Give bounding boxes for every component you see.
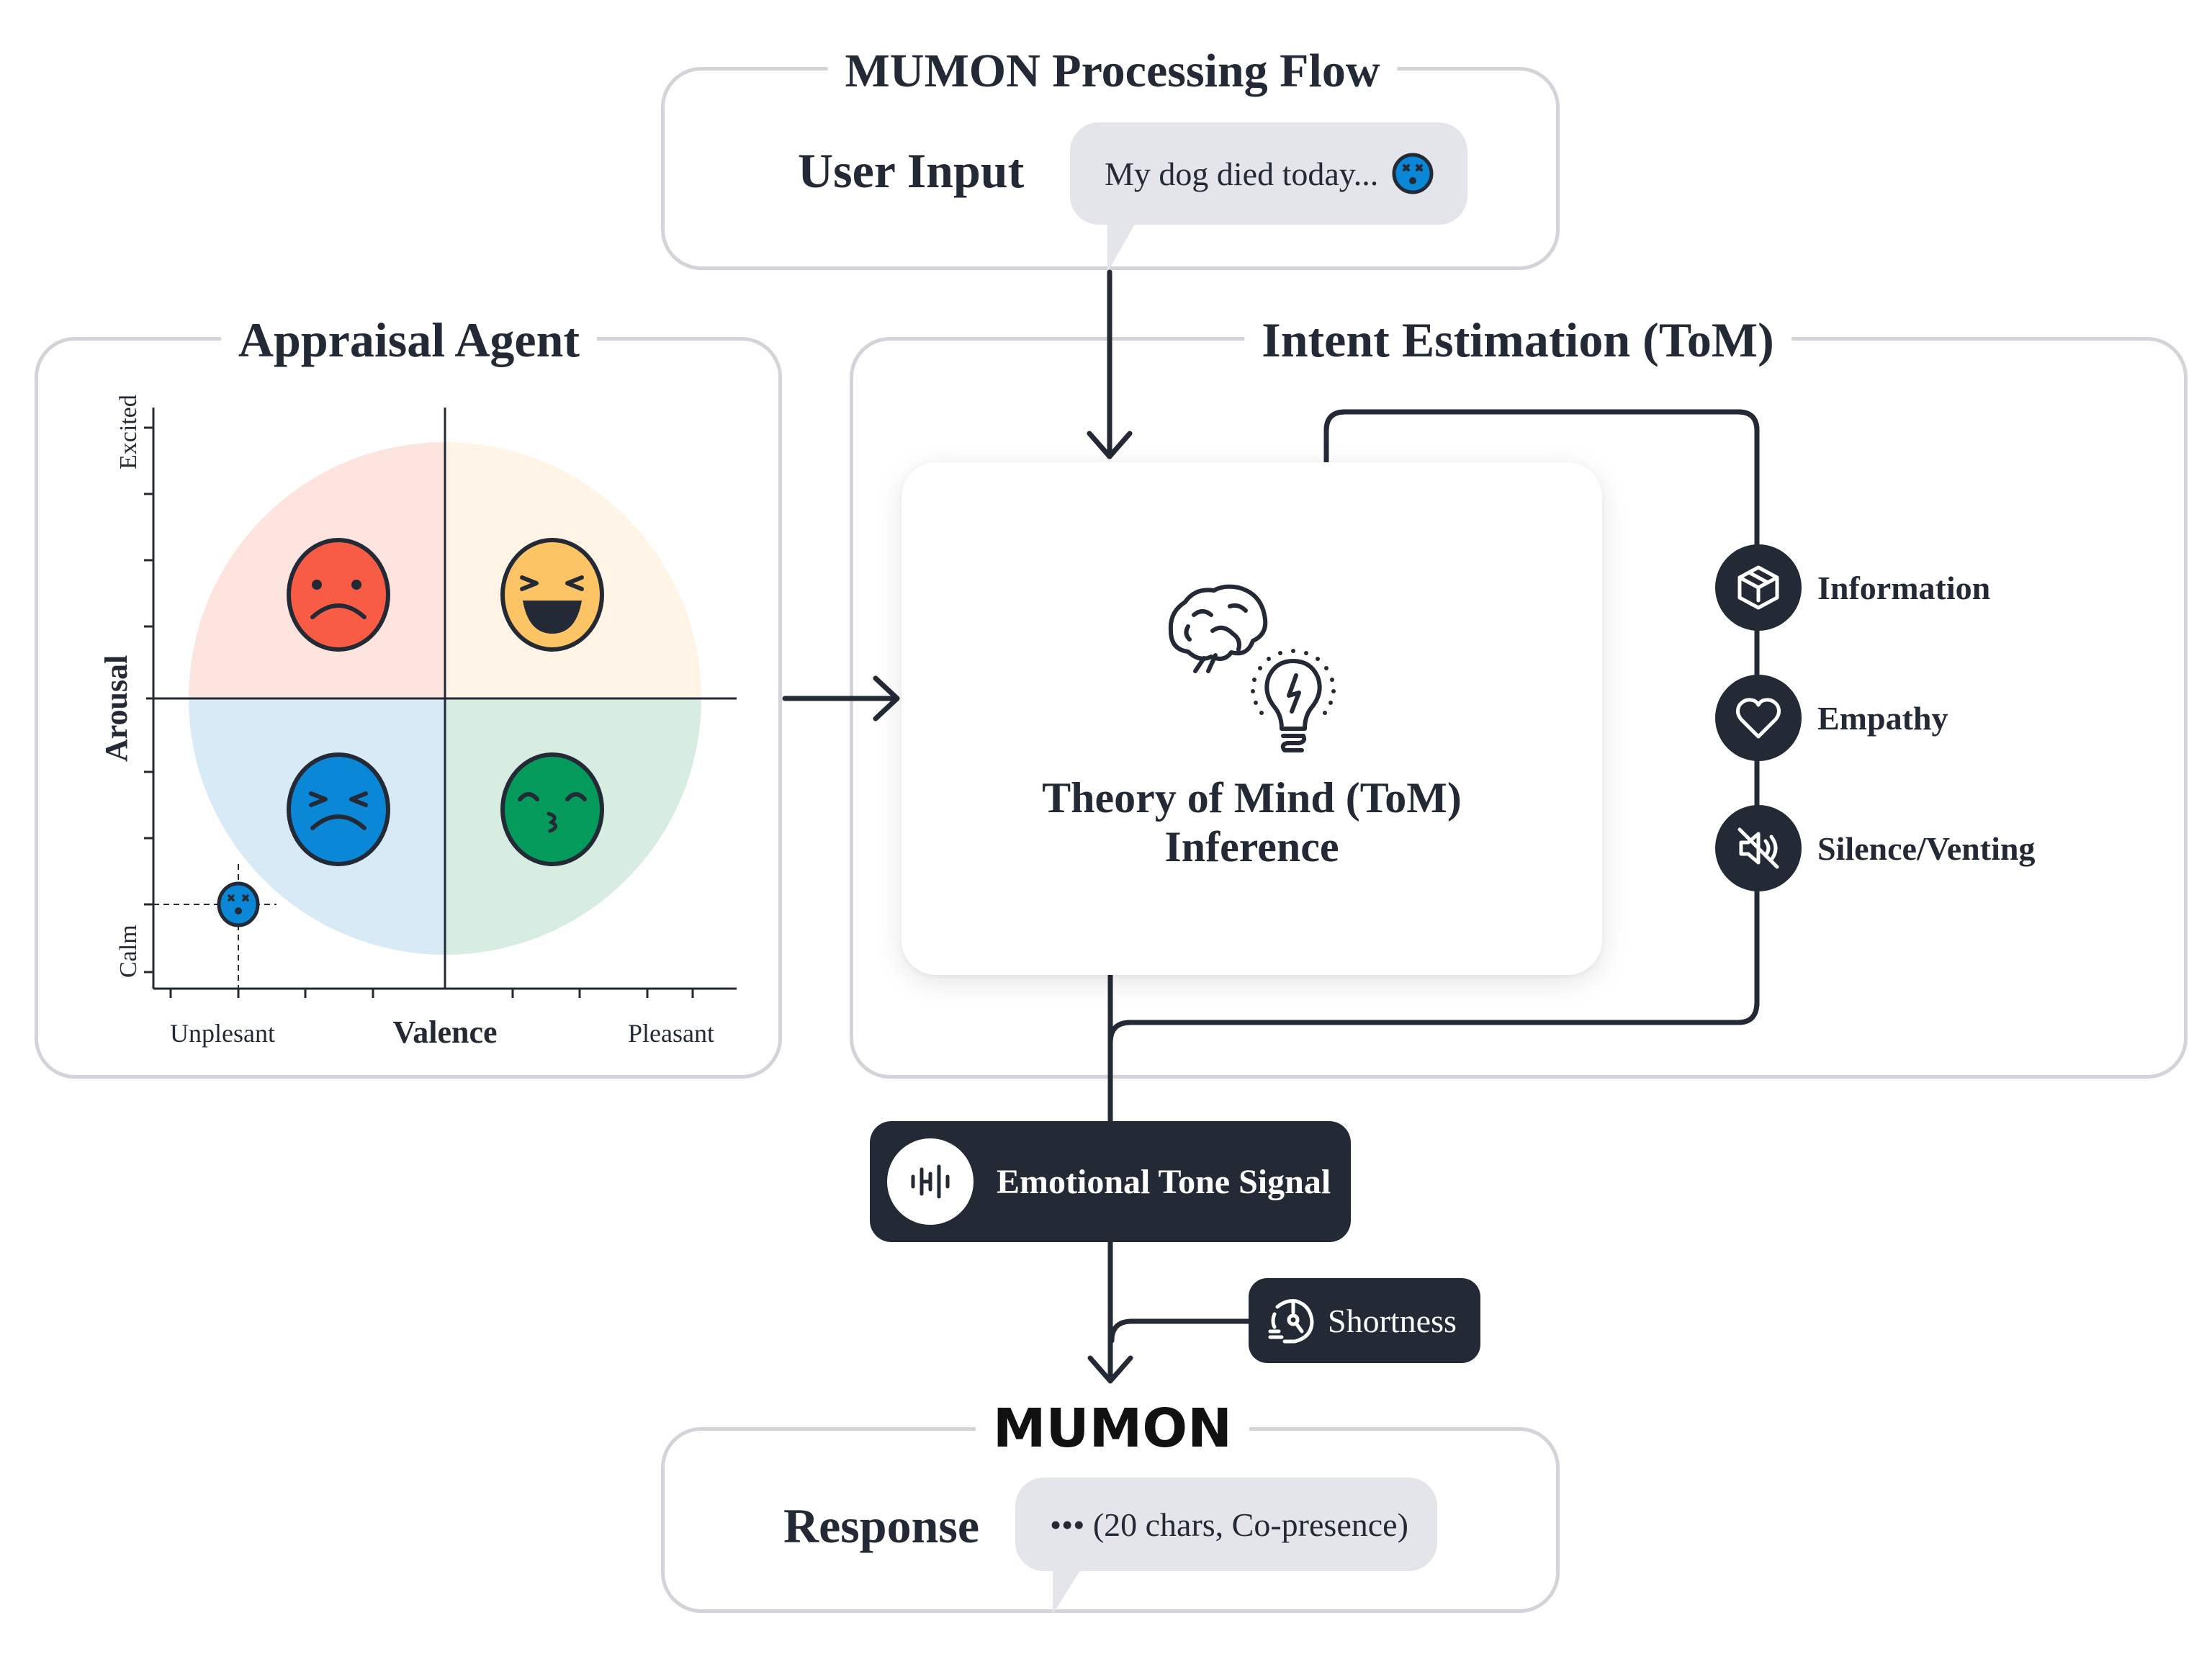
user-input-bubble: My dog died today... [1070, 122, 1467, 225]
response-label: Response [783, 1498, 980, 1553]
kissing-face-icon [500, 752, 604, 866]
audio-wave-icon [911, 1164, 950, 1199]
intent-option-empathy[interactable]: Empathy [1715, 675, 1948, 761]
user-input-label: User Input [798, 143, 1025, 198]
response-bubble-tail [1053, 1568, 1082, 1614]
current-emotion-marker [217, 881, 260, 927]
valence-arousal-chart [144, 408, 737, 998]
intent-option-information[interactable]: Information [1715, 544, 1990, 631]
appraisal-title: Appraisal Agent [220, 315, 598, 364]
tom-title-line2: Inference [1164, 823, 1339, 871]
cube-icon [1737, 565, 1779, 610]
muted-speaker-icon [1737, 827, 1779, 869]
x-right-label: Pleasant [628, 1019, 714, 1048]
tom-title-line1: Theory of Mind (ToM) [1042, 774, 1462, 822]
shortness-branch-line [1109, 1318, 1254, 1344]
x-left-label: Unplesant [170, 1019, 275, 1048]
response-bubble: ••• (20 chars, Co-presence) [1015, 1478, 1437, 1571]
laughing-face-icon [500, 538, 604, 652]
intent-option-label: Empathy [1817, 699, 1948, 737]
emotional-tone-signal: Emotional Tone Signal [870, 1121, 1351, 1242]
x-axis-label: Valence [392, 1015, 498, 1050]
response-message: ••• (20 chars, Co-presence) [1050, 1506, 1408, 1543]
intent-option-label: Silence/Venting [1817, 830, 2036, 867]
page-title: MUMON Processing Flow [827, 48, 1398, 95]
brain-icon [1168, 584, 1268, 673]
angry-sad-face-icon [287, 538, 390, 652]
intent-option-silence-venting[interactable]: Silence/Venting [1715, 805, 2035, 891]
dizzy-face-icon [1392, 153, 1434, 194]
tom-inference-card: Theory of Mind (ToM) Inference [902, 462, 1602, 975]
shortness-modifier: Shortness [1249, 1278, 1480, 1363]
heart-icon [1735, 698, 1781, 739]
speed-timer-icon [1268, 1299, 1314, 1344]
tired-frowning-face-icon [287, 752, 390, 866]
lightbulb-icon [1251, 649, 1336, 752]
user-input-message: My dog died today... [1105, 155, 1379, 192]
signal-to-mumon-arrowhead [1087, 1355, 1133, 1384]
user-input-bubble-tail [1107, 222, 1136, 272]
intent-option-label: Information [1817, 569, 1991, 606]
intent-title: Intent Estimation (ToM) [1244, 315, 1791, 364]
emotional-tone-signal-label: Emotional Tone Signal [997, 1162, 1331, 1201]
shortness-label: Shortness [1328, 1302, 1457, 1339]
mumon-title: MUMON [975, 1402, 1250, 1455]
